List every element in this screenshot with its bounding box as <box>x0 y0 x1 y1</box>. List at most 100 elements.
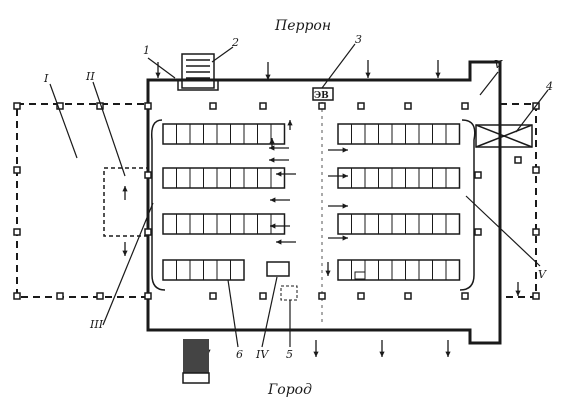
pillar <box>144 228 152 236</box>
callout-roman-I: I <box>43 72 49 85</box>
pillar <box>357 292 365 300</box>
pillar <box>532 228 540 236</box>
flow-arrow-head <box>155 72 161 78</box>
pillar <box>209 102 217 110</box>
callout-5: 5 <box>286 348 293 361</box>
bench-row <box>337 123 461 145</box>
callout-3: 3 <box>355 33 362 46</box>
pillar <box>532 292 540 300</box>
bench-row <box>337 213 461 235</box>
bench-row <box>162 213 286 235</box>
pillar <box>461 292 469 300</box>
flow-arrow-head <box>287 120 293 126</box>
waiting-area-left <box>150 119 166 291</box>
pillar <box>96 292 104 300</box>
flow-arrow-head <box>122 250 128 256</box>
bench-row-frame <box>162 167 286 189</box>
pillar <box>474 171 482 179</box>
callout-roman-V-right: V <box>538 268 547 281</box>
flow-arrow <box>515 282 521 296</box>
pillar <box>56 102 64 110</box>
bench-row <box>337 167 461 189</box>
pillar <box>13 102 21 110</box>
room-IV <box>266 261 290 277</box>
flow-arrow <box>328 235 348 241</box>
flow-arrow-head <box>342 147 348 153</box>
flow-arrow <box>365 60 371 78</box>
flow-arrow <box>313 340 319 357</box>
flow-arrow <box>276 239 296 245</box>
pillar <box>13 166 21 174</box>
flow-arrow-head <box>270 223 276 229</box>
flow-arrow-head <box>265 74 271 80</box>
waiting-area-right <box>459 119 476 291</box>
flow-arrows <box>122 60 521 357</box>
pillar <box>259 292 267 300</box>
flow-arrow <box>276 171 296 177</box>
pillar <box>461 102 469 110</box>
leader-lines <box>49 43 549 348</box>
bench-row-frame <box>337 259 461 281</box>
pillar <box>13 292 21 300</box>
pillars <box>13 102 540 300</box>
callout-roman-V-top: V <box>494 58 503 71</box>
bench-rows <box>162 123 461 281</box>
pillar <box>144 102 152 110</box>
bench-row <box>337 259 461 281</box>
pillar <box>318 292 326 300</box>
flow-arrow-head <box>122 186 128 192</box>
flow-arrow <box>265 62 271 80</box>
pillar <box>532 166 540 174</box>
bench-row-frame <box>337 123 461 145</box>
bench-row <box>162 167 286 189</box>
flow-arrow <box>379 340 385 357</box>
pillar <box>13 228 21 236</box>
pillar <box>144 171 152 179</box>
flow-arrow-head <box>365 72 371 78</box>
kiosk-sign: ЭВ <box>314 91 329 101</box>
flow-arrow <box>287 120 293 130</box>
callout-roman-III: III <box>89 318 104 331</box>
flow-arrow <box>328 203 348 209</box>
flow-arrow-head <box>515 290 521 296</box>
flow-arrow-head <box>445 351 451 357</box>
bench-row <box>162 259 245 281</box>
small-box-right <box>354 271 366 280</box>
bench-row-frame <box>337 167 461 189</box>
bench-row-frame <box>337 213 461 235</box>
flow-arrow <box>122 186 128 200</box>
pillar <box>474 228 482 236</box>
pillar <box>514 156 522 164</box>
pillar <box>259 102 267 110</box>
flow-arrow-head <box>269 157 275 163</box>
flow-arrow-head <box>342 203 348 209</box>
annex-right <box>499 103 537 298</box>
pillar <box>318 102 326 110</box>
room-5 <box>280 285 298 301</box>
bottom-label-city: Город <box>267 382 312 398</box>
flow-arrow-head <box>269 138 275 144</box>
flow-arrow-head <box>270 197 276 203</box>
vehicle-city <box>182 339 210 384</box>
flow-arrow-head <box>379 351 385 357</box>
flow-arrow <box>269 138 275 148</box>
vehicle-platform <box>177 53 219 91</box>
cross-block <box>475 124 533 148</box>
flow-arrow <box>122 242 128 256</box>
flow-arrow <box>328 147 348 153</box>
pillar <box>404 102 412 110</box>
flow-arrow-head <box>325 270 331 276</box>
callout-roman-IV: IV <box>255 348 269 361</box>
flow-arrow <box>445 340 451 357</box>
pillar <box>404 292 412 300</box>
bench-row-frame <box>162 213 286 235</box>
flow-arrow-head <box>435 72 441 78</box>
callout-roman-II: II <box>85 70 95 83</box>
pillar <box>209 292 217 300</box>
building-outline <box>146 60 502 345</box>
block-II <box>103 167 149 237</box>
callout-2: 2 <box>231 36 239 49</box>
annex-I <box>16 103 149 298</box>
flow-arrow-head <box>276 239 282 245</box>
